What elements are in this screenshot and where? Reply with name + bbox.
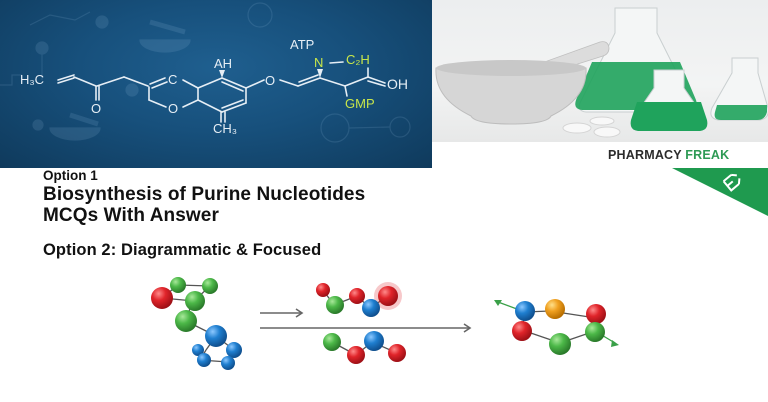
logo-icon — [722, 173, 741, 192]
lab-equipment-illustration — [435, 7, 768, 138]
brand-logo-text[interactable]: PHARMACY FREAK — [608, 148, 729, 162]
label-ah: AH — [214, 56, 232, 71]
label-ch3: CH₃ — [213, 121, 237, 136]
label-c: C — [168, 72, 177, 87]
product-molecule — [494, 299, 619, 355]
label-o-ring: O — [168, 101, 178, 116]
label-n: N — [314, 55, 323, 70]
label-atp: ATP — [290, 37, 314, 52]
intermediate-molecule-2 — [323, 331, 406, 364]
hero-banner: H₃C C O O AH CH₃ O ATP OH N C₂H GMP — [0, 0, 432, 168]
option2-label: Option 2: Diagrammatic & Focused — [43, 241, 322, 259]
lab-photo — [432, 0, 768, 142]
long-arrow-icon — [260, 323, 472, 333]
reactant-molecule — [151, 277, 242, 370]
label-h3c: H₃C — [20, 72, 44, 87]
label-gmp: GMP — [345, 96, 375, 111]
brand-corner-logo — [672, 168, 768, 216]
title-block: Option 1 Biosynthesis of Purine Nucleoti… — [43, 168, 365, 226]
label-o-ketone: O — [91, 101, 101, 116]
intermediate-molecule-1 — [316, 282, 402, 317]
label-oh: OH — [387, 76, 408, 92]
page-title-line2: MCQs With Answer — [43, 205, 219, 226]
short-arrow-icon — [260, 308, 304, 318]
mortar-decor-icon — [139, 39, 191, 53]
label-o-ether: O — [265, 73, 275, 88]
option1-label: Option 1 — [43, 168, 98, 183]
chemical-structure: H₃C C O O AH CH₃ O ATP OH N C₂H GMP — [0, 2, 411, 143]
label-c2h: C₂H — [346, 52, 370, 67]
reaction-diagram — [151, 277, 619, 370]
brand-name-part2: FREAK — [685, 148, 730, 162]
brand-name-part1: PHARMACY — [608, 148, 682, 162]
page-title-line1: Biosynthesis of Purine Nucleotides — [43, 184, 366, 205]
